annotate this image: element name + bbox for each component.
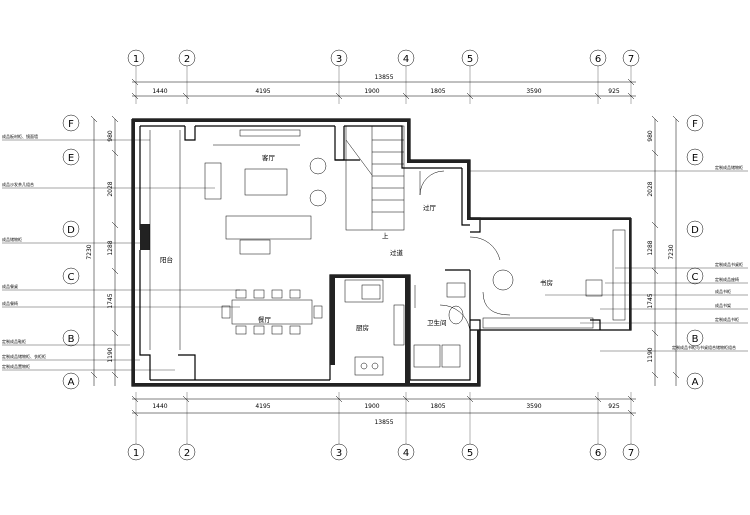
dimension-texts-bottom: 1440 4195 1900 1805 3590 925 13855 bbox=[152, 403, 620, 426]
axis-col-label: 4 bbox=[403, 448, 409, 459]
dim-bottom: 3590 bbox=[526, 403, 541, 410]
axis-col-label: 7 bbox=[628, 54, 634, 65]
note-left: 成品餐椅 bbox=[2, 300, 18, 306]
axis-col-label: 3 bbox=[336, 448, 342, 459]
axis-row-label: B bbox=[692, 334, 699, 345]
axis-row-label: A bbox=[68, 377, 75, 388]
dim-top: 1805 bbox=[430, 88, 445, 95]
dim-right: 1745 bbox=[647, 293, 654, 308]
note-left: 成品餐桌 bbox=[2, 283, 18, 289]
dim-top: 1900 bbox=[364, 88, 379, 95]
notes-right: 定制成品储物柜 定制成品书桌柜 定制成品座椅 成品书柜 成品书架 定制成品书柜 … bbox=[672, 164, 743, 350]
total-height-right: 7230 bbox=[668, 244, 675, 259]
room-kitchen: 厨房 bbox=[356, 323, 369, 332]
axis-col-label: 1 bbox=[133, 54, 139, 65]
axis-col-label: 3 bbox=[336, 54, 342, 65]
axis-labels-left: F E D C B A bbox=[67, 119, 75, 388]
dim-right: 1288 bbox=[647, 240, 654, 255]
axis-col-label: 1 bbox=[133, 448, 139, 459]
axis-row-label: A bbox=[692, 377, 699, 388]
dim-right: 2028 bbox=[647, 181, 654, 196]
dim-bottom: 925 bbox=[608, 403, 620, 410]
dim-top: 1440 bbox=[152, 88, 167, 95]
room-labels: 客厅 阳台 餐厅 过道 过厅 厨房 卫生间 书房 上 bbox=[160, 153, 553, 332]
dim-left: 1288 bbox=[107, 240, 114, 255]
wall-fills bbox=[132, 119, 631, 386]
axis-col-label: 4 bbox=[403, 54, 409, 65]
room-study: 书房 bbox=[540, 278, 553, 287]
room-corridor: 过道 bbox=[390, 248, 404, 257]
dim-right: 1190 bbox=[647, 347, 654, 362]
dim-left: 2028 bbox=[107, 181, 114, 196]
stair-up-label: 上 bbox=[382, 231, 389, 240]
room-living: 客厅 bbox=[262, 153, 276, 162]
note-right: 成品书柜 bbox=[715, 288, 731, 294]
note-left: 成品沙发茶几组合 bbox=[2, 181, 34, 187]
axis-col-label: 2 bbox=[184, 448, 190, 459]
axis-labels-right: F E D C B A bbox=[691, 119, 699, 388]
axis-row-label: E bbox=[68, 153, 74, 164]
dim-bottom: 4195 bbox=[255, 403, 270, 410]
axis-row-label: D bbox=[67, 225, 75, 236]
axis-row-label: F bbox=[692, 119, 698, 130]
axis-col-label: 2 bbox=[184, 54, 190, 65]
dimension-texts-top: 13855 1440 4195 1900 1805 3590 925 bbox=[152, 74, 620, 95]
axis-row-label: C bbox=[68, 272, 75, 283]
axis-labels-top: 1 2 3 4 5 6 7 bbox=[133, 54, 634, 65]
axis-row-label: D bbox=[691, 225, 699, 236]
dim-right: 980 bbox=[647, 130, 654, 142]
dimension-texts-left: 980 2028 1288 1745 1190 7230 bbox=[86, 130, 114, 363]
axis-col-label: 5 bbox=[467, 448, 473, 459]
dimension-lines bbox=[90, 66, 680, 444]
note-right: 定制成品书桌柜 bbox=[715, 261, 743, 267]
axis-row-label: F bbox=[68, 119, 74, 130]
note-left: 成品储物柜 bbox=[2, 236, 22, 242]
dim-left: 1190 bbox=[107, 347, 114, 362]
dim-top: 3590 bbox=[526, 88, 541, 95]
furniture bbox=[149, 125, 626, 376]
axis-row-label: B bbox=[68, 334, 75, 345]
axis-grid-top bbox=[62, 49, 704, 461]
note-right: 定制成品书柜 bbox=[715, 316, 739, 322]
dim-left: 980 bbox=[107, 130, 114, 142]
note-left: 定制成品储物柜、衣柜柜 bbox=[2, 353, 46, 359]
total-width-top: 13855 bbox=[374, 74, 393, 81]
note-left: 定制成品鞋柜 bbox=[2, 338, 26, 344]
note-leaders bbox=[2, 139, 748, 371]
total-height-left: 7230 bbox=[86, 244, 93, 259]
axis-col-label: 7 bbox=[628, 448, 634, 459]
axis-col-label: 6 bbox=[595, 448, 601, 459]
room-balcony: 阳台 bbox=[160, 255, 173, 264]
note-left: 定制成品置物柜 bbox=[2, 363, 30, 369]
dim-bottom: 1805 bbox=[430, 403, 445, 410]
axis-row-label: E bbox=[692, 153, 698, 164]
note-left: 成品板材柜、镜面墙 bbox=[2, 133, 38, 139]
dim-top: 925 bbox=[608, 88, 620, 95]
notes-left: 成品板材柜、镜面墙 成品沙发茶几组合 成品储物柜 成品餐桌 成品餐椅 定制成品鞋… bbox=[2, 133, 46, 369]
total-width-bottom: 13855 bbox=[374, 419, 393, 426]
axis-labels-bottom: 1 2 3 4 5 6 7 bbox=[133, 448, 634, 459]
room-bath: 卫生间 bbox=[427, 318, 447, 327]
dim-bottom: 1440 bbox=[152, 403, 167, 410]
room-dining: 餐厅 bbox=[258, 315, 272, 324]
walls bbox=[131, 118, 632, 387]
room-hall: 过厅 bbox=[423, 203, 437, 212]
dim-left: 1745 bbox=[107, 293, 114, 308]
note-right: 定制成品书柜与书桌组合储物柜组合 bbox=[672, 344, 736, 350]
dimension-texts-right: 980 2028 1288 1745 1190 7230 bbox=[647, 130, 675, 363]
note-right: 定制成品座椅 bbox=[715, 276, 739, 282]
dim-bottom: 1900 bbox=[364, 403, 379, 410]
dim-top: 4195 bbox=[255, 88, 270, 95]
note-right: 成品书架 bbox=[715, 302, 731, 308]
axis-col-label: 5 bbox=[467, 54, 473, 65]
axis-col-label: 6 bbox=[595, 54, 601, 65]
axis-row-label: C bbox=[692, 272, 699, 283]
note-right: 定制成品储物柜 bbox=[715, 164, 743, 170]
